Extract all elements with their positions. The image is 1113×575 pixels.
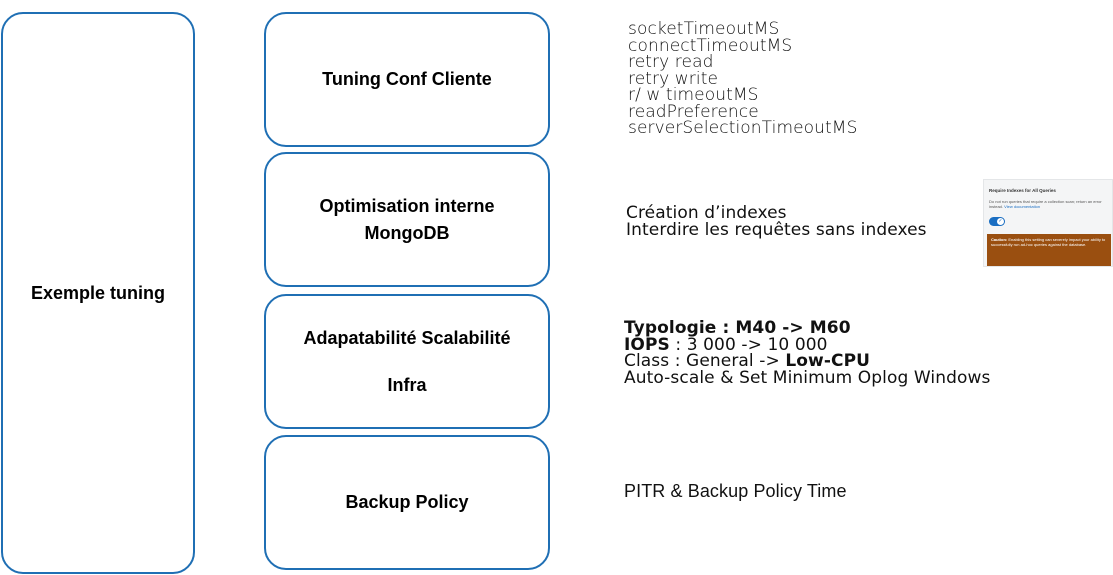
detail-item: readPreference	[628, 101, 759, 122]
screenshot-title: Require Indexes for All Queries	[989, 188, 1056, 193]
client-conf-details: socketTimeoutMS connectTimeoutMS retry r…	[628, 21, 857, 137]
detail-item: r/ w timeoutMS	[628, 85, 759, 105]
detail-iops: IOPS : 3 000 -> 10 000	[624, 334, 828, 355]
detail-item: serverSelectionTimeoutMS	[628, 118, 858, 138]
section-label-mongodb-line2: MongoDB	[364, 222, 450, 243]
view-documentation-link: View documentation	[1004, 204, 1041, 209]
section-label-infra-line1: Adapatabilité Scalabilité	[303, 327, 511, 348]
detail-item: retry read	[628, 52, 714, 72]
backup-details: PITR & Backup Policy Time	[624, 481, 847, 501]
screenshot-description: Do not run queries that require a collec…	[989, 199, 1102, 209]
check-icon: ✓	[997, 218, 1004, 225]
caution-text: Enabling this setting can severely impac…	[991, 237, 1106, 247]
section-label-mongodb-line1: Optimisation interne	[319, 195, 495, 216]
exemple-tuning-label: Exemple tuning	[30, 282, 165, 303]
caution-label: Caution:	[991, 237, 1008, 242]
mongodb-details: Création d’indexes Interdire les requête…	[626, 205, 927, 238]
detail-backup: PITR & Backup Policy Time	[624, 481, 847, 501]
detail-item: retry write	[628, 68, 719, 89]
detail-item: connectTimeoutMS	[628, 35, 793, 56]
detail-class: Class : General -> Low-CPU	[624, 351, 871, 371]
exemple-tuning-box: Exemple tuning	[1, 12, 195, 574]
detail-item: Interdire les requêtes sans indexes	[626, 219, 927, 240]
require-indexes-screenshot: Require Indexes for All Queries Do not r…	[983, 179, 1113, 267]
infra-details: Typologie : M40 -> M60 IOPS : 3 000 -> 1…	[624, 320, 990, 386]
caution-banner: Caution: Enabling this setting can sever…	[987, 234, 1111, 266]
section-label-infra-line2: Infra	[387, 374, 427, 395]
require-indexes-toggle: ✓	[989, 217, 1005, 226]
section-box-backup: Backup Policy	[264, 435, 550, 570]
detail-autoscale: Auto-scale & Set Minimum Oplog Windows	[624, 367, 991, 388]
detail-typologie: Typologie : M40 -> M60	[624, 318, 851, 338]
detail-item: Création d’indexes	[626, 203, 787, 223]
section-box-infra: Adapatabilité Scalabilité Infra	[264, 294, 550, 429]
detail-item: socketTimeoutMS	[628, 19, 780, 39]
section-box-client-conf: Tuning Conf Cliente	[264, 12, 550, 147]
section-label-backup: Backup Policy	[345, 492, 469, 512]
section-label-client-conf: Tuning Conf Cliente	[322, 69, 492, 89]
section-box-mongodb: Optimisation interne MongoDB	[264, 152, 550, 287]
